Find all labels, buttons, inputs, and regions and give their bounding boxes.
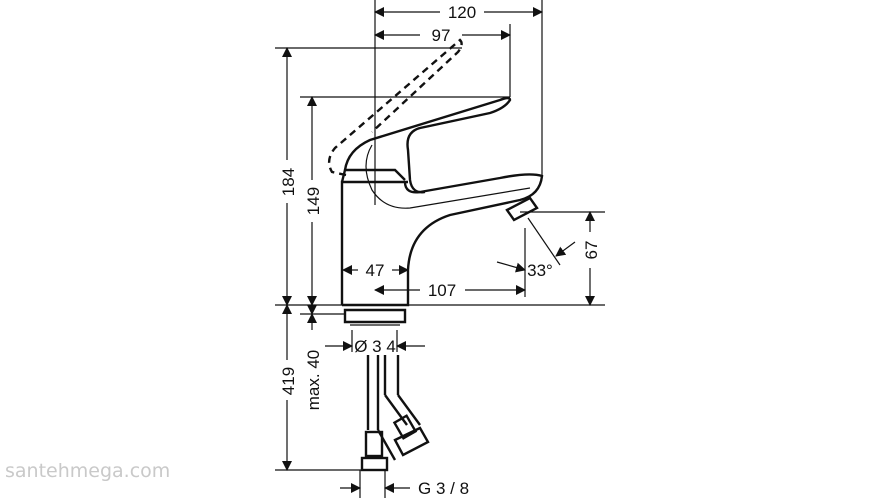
dim-height-lever: 149 — [304, 187, 323, 215]
watermark: santehmega.com — [5, 460, 170, 482]
extension-lines — [275, 0, 605, 498]
dim-height-total: 184 — [279, 168, 298, 196]
dim-body-width: 47 — [366, 261, 385, 280]
mounting-and-hoses — [343, 308, 430, 472]
faucet-body — [327, 38, 544, 307]
dim-width-lever: 97 — [432, 26, 451, 45]
dim-max-thickness: max. 40 — [304, 350, 323, 410]
dim-width-total: 120 — [448, 3, 476, 22]
dimension-lines — [282, 7, 595, 493]
dim-spout-angle: 33° — [527, 261, 553, 280]
dim-hose-length: 419 — [279, 367, 298, 395]
dim-spout-height: 67 — [582, 241, 601, 260]
dim-hole-diameter: Ø 3 4 — [354, 337, 396, 356]
dim-connection: G 3 / 8 — [418, 479, 469, 498]
dim-spout-reach: 107 — [428, 281, 456, 300]
